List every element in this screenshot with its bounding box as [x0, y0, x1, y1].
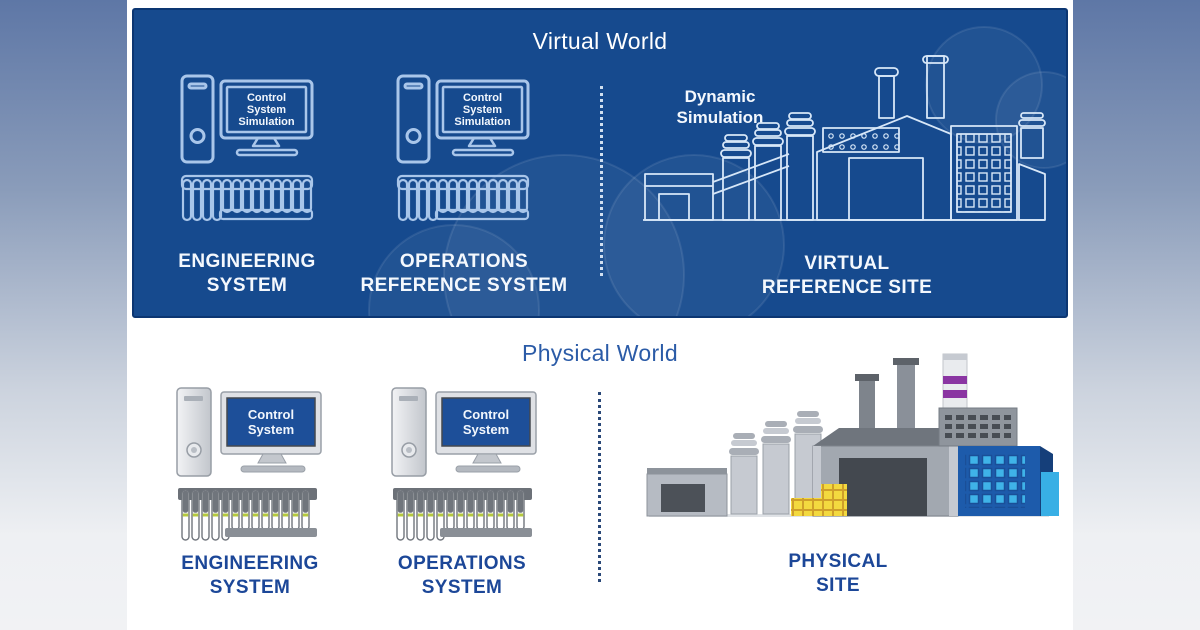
plc-icon — [393, 488, 532, 541]
workstation-icon — [180, 74, 314, 164]
monitor-screen-text: Control System Simulation — [238, 91, 295, 128]
physical-divider-dotted-line — [598, 392, 601, 582]
virtual-factory-icon — [643, 55, 1046, 221]
virtual-divider-dotted-line — [600, 86, 603, 276]
virtual-engineering-system-label: ENGINEERING SYSTEM — [178, 251, 316, 296]
monitor-screen-text: Control System Simulation — [454, 91, 511, 128]
virtual-engineering-workstation: Control System Simulation — [180, 74, 314, 166]
plc-icon — [396, 174, 530, 222]
workstation-icon — [176, 387, 322, 477]
virtual-world-panel: Virtual World Control System Simulation — [132, 8, 1068, 318]
workstation-icon — [396, 74, 530, 164]
virtual-operations-workstation: Control System Simulation — [396, 74, 530, 166]
monitor-screen-text: Control System — [247, 407, 295, 437]
dynamic-simulation-label: Dynamic Simulation — [676, 87, 764, 127]
plc-icon — [178, 488, 317, 541]
physical-site-label: PHYSICAL SITE — [788, 551, 888, 596]
physical-operations-system-label: OPERATIONS SYSTEM — [397, 553, 527, 598]
workstation-icon — [391, 387, 537, 477]
physical-engineering-workstation: Control System — [175, 386, 325, 482]
physical-engineering-system-label: ENGINEERING SYSTEM — [181, 553, 319, 598]
physical-operations-workstation: Control System — [390, 386, 540, 482]
monitor-screen-text: Control System — [462, 407, 510, 437]
plc-icon — [180, 174, 314, 222]
physical-world-title: Physical World — [522, 340, 678, 366]
physical-factory-icon — [646, 353, 1059, 517]
content-card: Virtual World Control System Simulation — [127, 0, 1073, 630]
virtual-operations-system-label: OPERATIONS REFERENCE SYSTEM — [360, 251, 568, 296]
virtual-world-title: Virtual World — [532, 28, 668, 54]
virtual-reference-site-label: VIRTUAL REFERENCE SITE — [761, 253, 933, 298]
